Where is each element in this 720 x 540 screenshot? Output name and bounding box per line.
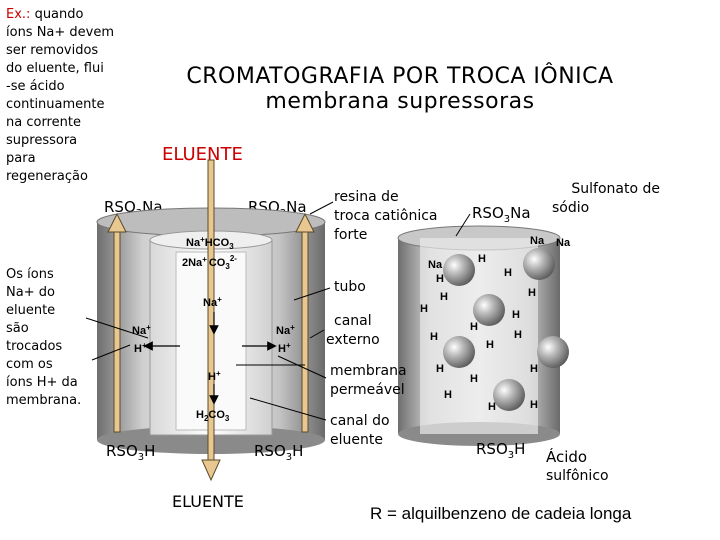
svg-text:H: H [514, 329, 522, 341]
svg-text:Na: Na [530, 235, 545, 247]
note-line: continuamente [6, 97, 105, 112]
note-first-line: quando [34, 7, 84, 22]
svg-text:Na+HCO3: Na+HCO3 [186, 235, 234, 251]
tubo-label: tubo [334, 279, 366, 295]
svg-text:H: H [436, 273, 444, 285]
arrow-down-center [201, 159, 221, 482]
note-line: do eluente, flui [6, 61, 104, 76]
canal-eluente-label: canal do eluente [330, 413, 390, 448]
svg-text:Na+: Na+ [276, 323, 295, 337]
note-line: regeneração [6, 169, 88, 184]
sulfonato-label: Sulfonato de sódio [552, 181, 660, 216]
svg-text:H: H [528, 287, 536, 299]
acido-label: Ácido sulfônico [546, 448, 609, 484]
resin-bead [473, 294, 505, 326]
rso3h-right-label: RSO3H [476, 440, 526, 461]
small-arrows [143, 312, 277, 405]
svg-text:H: H [530, 363, 538, 375]
eluente-bottom-label: ELUENTE [172, 492, 244, 511]
title-line-2: membrana supressoras [265, 89, 535, 114]
resin-bead [493, 379, 525, 411]
resin-bead [523, 248, 555, 280]
note-line: na corrente [6, 115, 81, 130]
leader-lines [85, 201, 471, 421]
svg-text:H: H [436, 363, 444, 375]
note-prefix: Ex.: [6, 7, 31, 22]
svg-text:H: H [486, 339, 494, 351]
eluente-top-label: ELUENTE [162, 144, 243, 165]
svg-text:Na: Na [556, 237, 571, 249]
svg-text:H: H [512, 309, 520, 321]
note-line: íons Na+ devem [6, 25, 115, 40]
svg-text:H: H [470, 373, 478, 385]
svg-text:H: H [478, 253, 486, 265]
svg-text:H: H [504, 267, 512, 279]
rso3h-left-label: RSO3H [106, 442, 156, 463]
svg-text:Na+: Na+ [203, 295, 222, 309]
svg-text:2Na+CO32-: 2Na+CO32- [182, 254, 237, 271]
flow-arrows [107, 159, 315, 482]
resin-bead [537, 336, 569, 368]
left-note-top: Ex.: quando íons Na+ devem ser removidos… [6, 6, 126, 186]
title-line-1: CROMATOGRAFIA POR TROCA IÔNICA [186, 64, 614, 89]
svg-text:H: H [470, 321, 478, 333]
svg-text:H+: H+ [208, 369, 221, 383]
note-line: ser removidos [6, 43, 99, 58]
membrana-label: membrana permeável [330, 363, 407, 398]
note-line: supressora [6, 133, 78, 148]
arrow-up-left [107, 212, 127, 433]
note-line: para [6, 151, 36, 166]
svg-text:H: H [444, 389, 452, 401]
svg-text:Na+: Na+ [132, 323, 151, 337]
svg-text:H: H [440, 291, 448, 303]
rso3h-mid-label: RSO3H [254, 442, 304, 463]
svg-text:H: H [488, 401, 496, 413]
svg-text:H2CO3: H2CO3 [196, 409, 230, 423]
svg-text:H: H [430, 331, 438, 343]
note-line: -se ácido [6, 79, 65, 94]
svg-text:Na: Na [428, 259, 443, 271]
page-title: CROMATOGRAFIA POR TROCA IÔNICA membrana … [140, 64, 660, 114]
resina-label: resina de troca catiônica forte [334, 189, 438, 243]
left-note-bottom: Os íons Na+ do eluente são trocados com … [6, 267, 82, 408]
canal-externo-label: canal externo [326, 313, 380, 348]
resin-bead [443, 254, 475, 286]
arrow-up-right [295, 212, 315, 433]
svg-text:H: H [420, 303, 428, 315]
rso3na-right-label: RSO3Na [472, 204, 531, 225]
svg-text:H+: H+ [278, 341, 291, 355]
resin-bead [443, 336, 475, 368]
svg-text:H: H [530, 399, 538, 411]
r-definition: R = alquilbenzeno de cadeia longa [370, 504, 632, 523]
